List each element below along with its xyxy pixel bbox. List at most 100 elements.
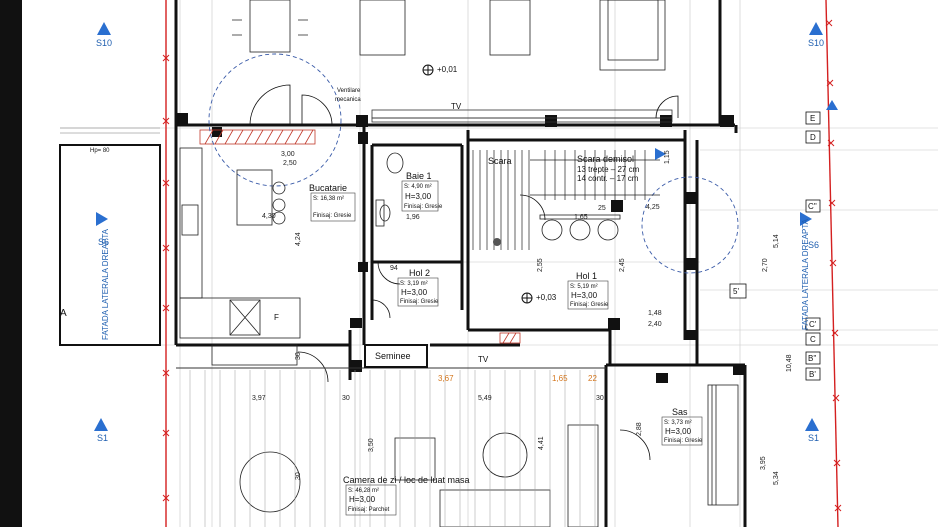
section-label-s6-left: S6 <box>98 237 109 247</box>
room-tag-baie1: Baie 1 S: 4,90 m² H=3,00 Finisaj: Gresie <box>401 171 443 212</box>
dim-25: 25 <box>598 205 606 212</box>
dim-240: 2,40 <box>648 321 662 328</box>
dim-245: 2,45 <box>619 258 626 272</box>
dim-395: 3,95 <box>760 456 767 470</box>
dim-115: 1,15 <box>664 150 671 164</box>
dim-30c: 30 <box>295 352 302 360</box>
ventilation-label: Ventilare <box>337 88 361 94</box>
tv-label-bottom: TV <box>478 355 489 364</box>
stair-risers-label: 14 contr. – 17 cm <box>577 174 639 183</box>
dim-514: 5,14 <box>773 234 780 248</box>
svg-text:H=3,00: H=3,00 <box>405 192 432 201</box>
svg-text:S: 4,90 m²: S: 4,90 m² <box>404 184 432 190</box>
tv-label-top: TV <box>451 102 462 111</box>
kitchen-furniture <box>179 147 301 339</box>
axis-label-c1: C' <box>809 320 817 329</box>
stairs <box>472 150 660 250</box>
dim-424: 4,24 <box>295 232 302 246</box>
svg-text:S: 3,73 m²: S: 3,73 m² <box>664 420 692 426</box>
dim-1048: 10,48 <box>786 354 793 372</box>
dim-255: 2,55 <box>537 258 544 272</box>
dim-430: 4,30 <box>262 213 276 220</box>
section-label-s6-right: S6 <box>808 240 819 250</box>
svg-text:Finisaj: Gresie: Finisaj: Gresie <box>313 213 352 219</box>
section-triangles <box>94 22 838 431</box>
axis-boxes <box>729 111 821 381</box>
a-mark: A <box>60 308 67 319</box>
axis-label-c2: C'' <box>808 202 817 211</box>
fireplace-box <box>364 344 428 368</box>
level-label-001: +0,01 <box>437 65 458 74</box>
left-exterior <box>59 144 161 346</box>
dim-30d: 30 <box>295 472 302 480</box>
stair-label: Scara <box>488 156 512 166</box>
level-markers <box>422 64 533 304</box>
walls <box>174 0 747 527</box>
left-hatch <box>60 127 160 134</box>
dim-397: 3,97 <box>252 395 266 402</box>
svg-text:Hol 1: Hol 1 <box>576 271 597 281</box>
hall-seats <box>539 214 621 241</box>
svg-text:Baie 1: Baie 1 <box>406 171 432 181</box>
dim-549: 5,49 <box>478 395 492 402</box>
parquet-lines <box>189 370 596 527</box>
svg-text:S: 5,19 m²: S: 5,19 m² <box>570 284 598 290</box>
sas-panel <box>707 384 739 506</box>
svg-text:Finisaj: Gresie: Finisaj: Gresie <box>404 204 443 210</box>
dim-270: 2,70 <box>762 258 769 272</box>
dim-30b: 30 <box>596 395 604 402</box>
svg-text:H=3,00: H=3,00 <box>349 495 376 504</box>
ventilation-label-2: mecanica <box>335 97 361 103</box>
svg-text:S: 46,28 m²: S: 46,28 m² <box>348 488 379 494</box>
section-label-s1-right: S1 <box>808 433 819 443</box>
dim-425: 4,25 <box>646 204 660 211</box>
section-label-s10-right: S10 <box>808 38 824 48</box>
bathroom-fixtures <box>375 152 404 227</box>
sheet-margin <box>0 0 22 527</box>
room-tag-camera-de-zi: Camera de zi / loc de luat masa S: 46,28… <box>343 475 470 516</box>
svg-text:Bucatarie: Bucatarie <box>309 183 347 193</box>
axis-label-d: D <box>810 133 816 142</box>
fireplace-label: Seminee <box>375 351 411 361</box>
svg-text:Finisaj: Parchet: Finisaj: Parchet <box>348 507 390 513</box>
dim-250: 2,50 <box>283 160 297 167</box>
stair-treads-label: 13 trepte – 27 cm <box>577 165 640 174</box>
facade-label-left: FATADA LATERALA DREAPTA <box>101 228 110 340</box>
svg-text:H=3,00: H=3,00 <box>571 291 598 300</box>
svg-text:Finisaj: Gresie: Finisaj: Gresie <box>664 438 703 444</box>
top-furniture <box>232 0 666 71</box>
dashed-circles <box>208 53 739 274</box>
svg-text:Hol 2: Hol 2 <box>409 268 430 278</box>
svg-text:S: 3,19 m²: S: 3,19 m² <box>400 281 428 287</box>
axis-label-5: 5' <box>733 287 739 296</box>
axis-label-b1: B' <box>809 370 816 379</box>
svg-text:Finisaj: Gresie: Finisaj: Gresie <box>570 302 609 308</box>
dim-22: 22 <box>588 374 597 383</box>
basement-stair-label: Scara demisol <box>577 154 634 164</box>
dim-30a: 30 <box>342 395 350 402</box>
stair-post <box>493 238 501 246</box>
dim-196: 1,96 <box>406 214 420 221</box>
svg-text:S: 16,38 m²: S: 16,38 m² <box>313 196 344 202</box>
axis-label-b2: B'' <box>808 354 817 363</box>
room-tag-hol2: Hol 2 S: 3,19 m² H=3,00 Finisaj: Gresie <box>397 268 439 307</box>
dim-148: 1,48 <box>648 310 662 317</box>
living-furniture <box>211 344 599 527</box>
property-line-crosses <box>162 19 842 512</box>
level-label-003: +0,03 <box>536 293 557 302</box>
section-label-s1-left: S1 <box>97 433 108 443</box>
dim-534: 5,34 <box>773 471 780 485</box>
property-lines <box>165 0 839 527</box>
room-tag-hol1: Hol 1 S: 5,19 m² H=3,00 Finisaj: Gresie <box>567 271 609 310</box>
dim-367: 3,67 <box>438 374 454 383</box>
dim-441: 4,41 <box>538 436 545 450</box>
section-label-s10-left: S10 <box>96 38 112 48</box>
dim-165: 1,65 <box>574 214 588 221</box>
f-mark: F <box>274 313 279 322</box>
dim-350: 3,50 <box>368 438 375 452</box>
svg-text:Sas: Sas <box>672 407 688 417</box>
facade-label-right: FATADA LATERALA DREAPTA <box>801 218 810 330</box>
dim-300: 3,00 <box>281 151 295 158</box>
door-swings <box>249 84 679 461</box>
